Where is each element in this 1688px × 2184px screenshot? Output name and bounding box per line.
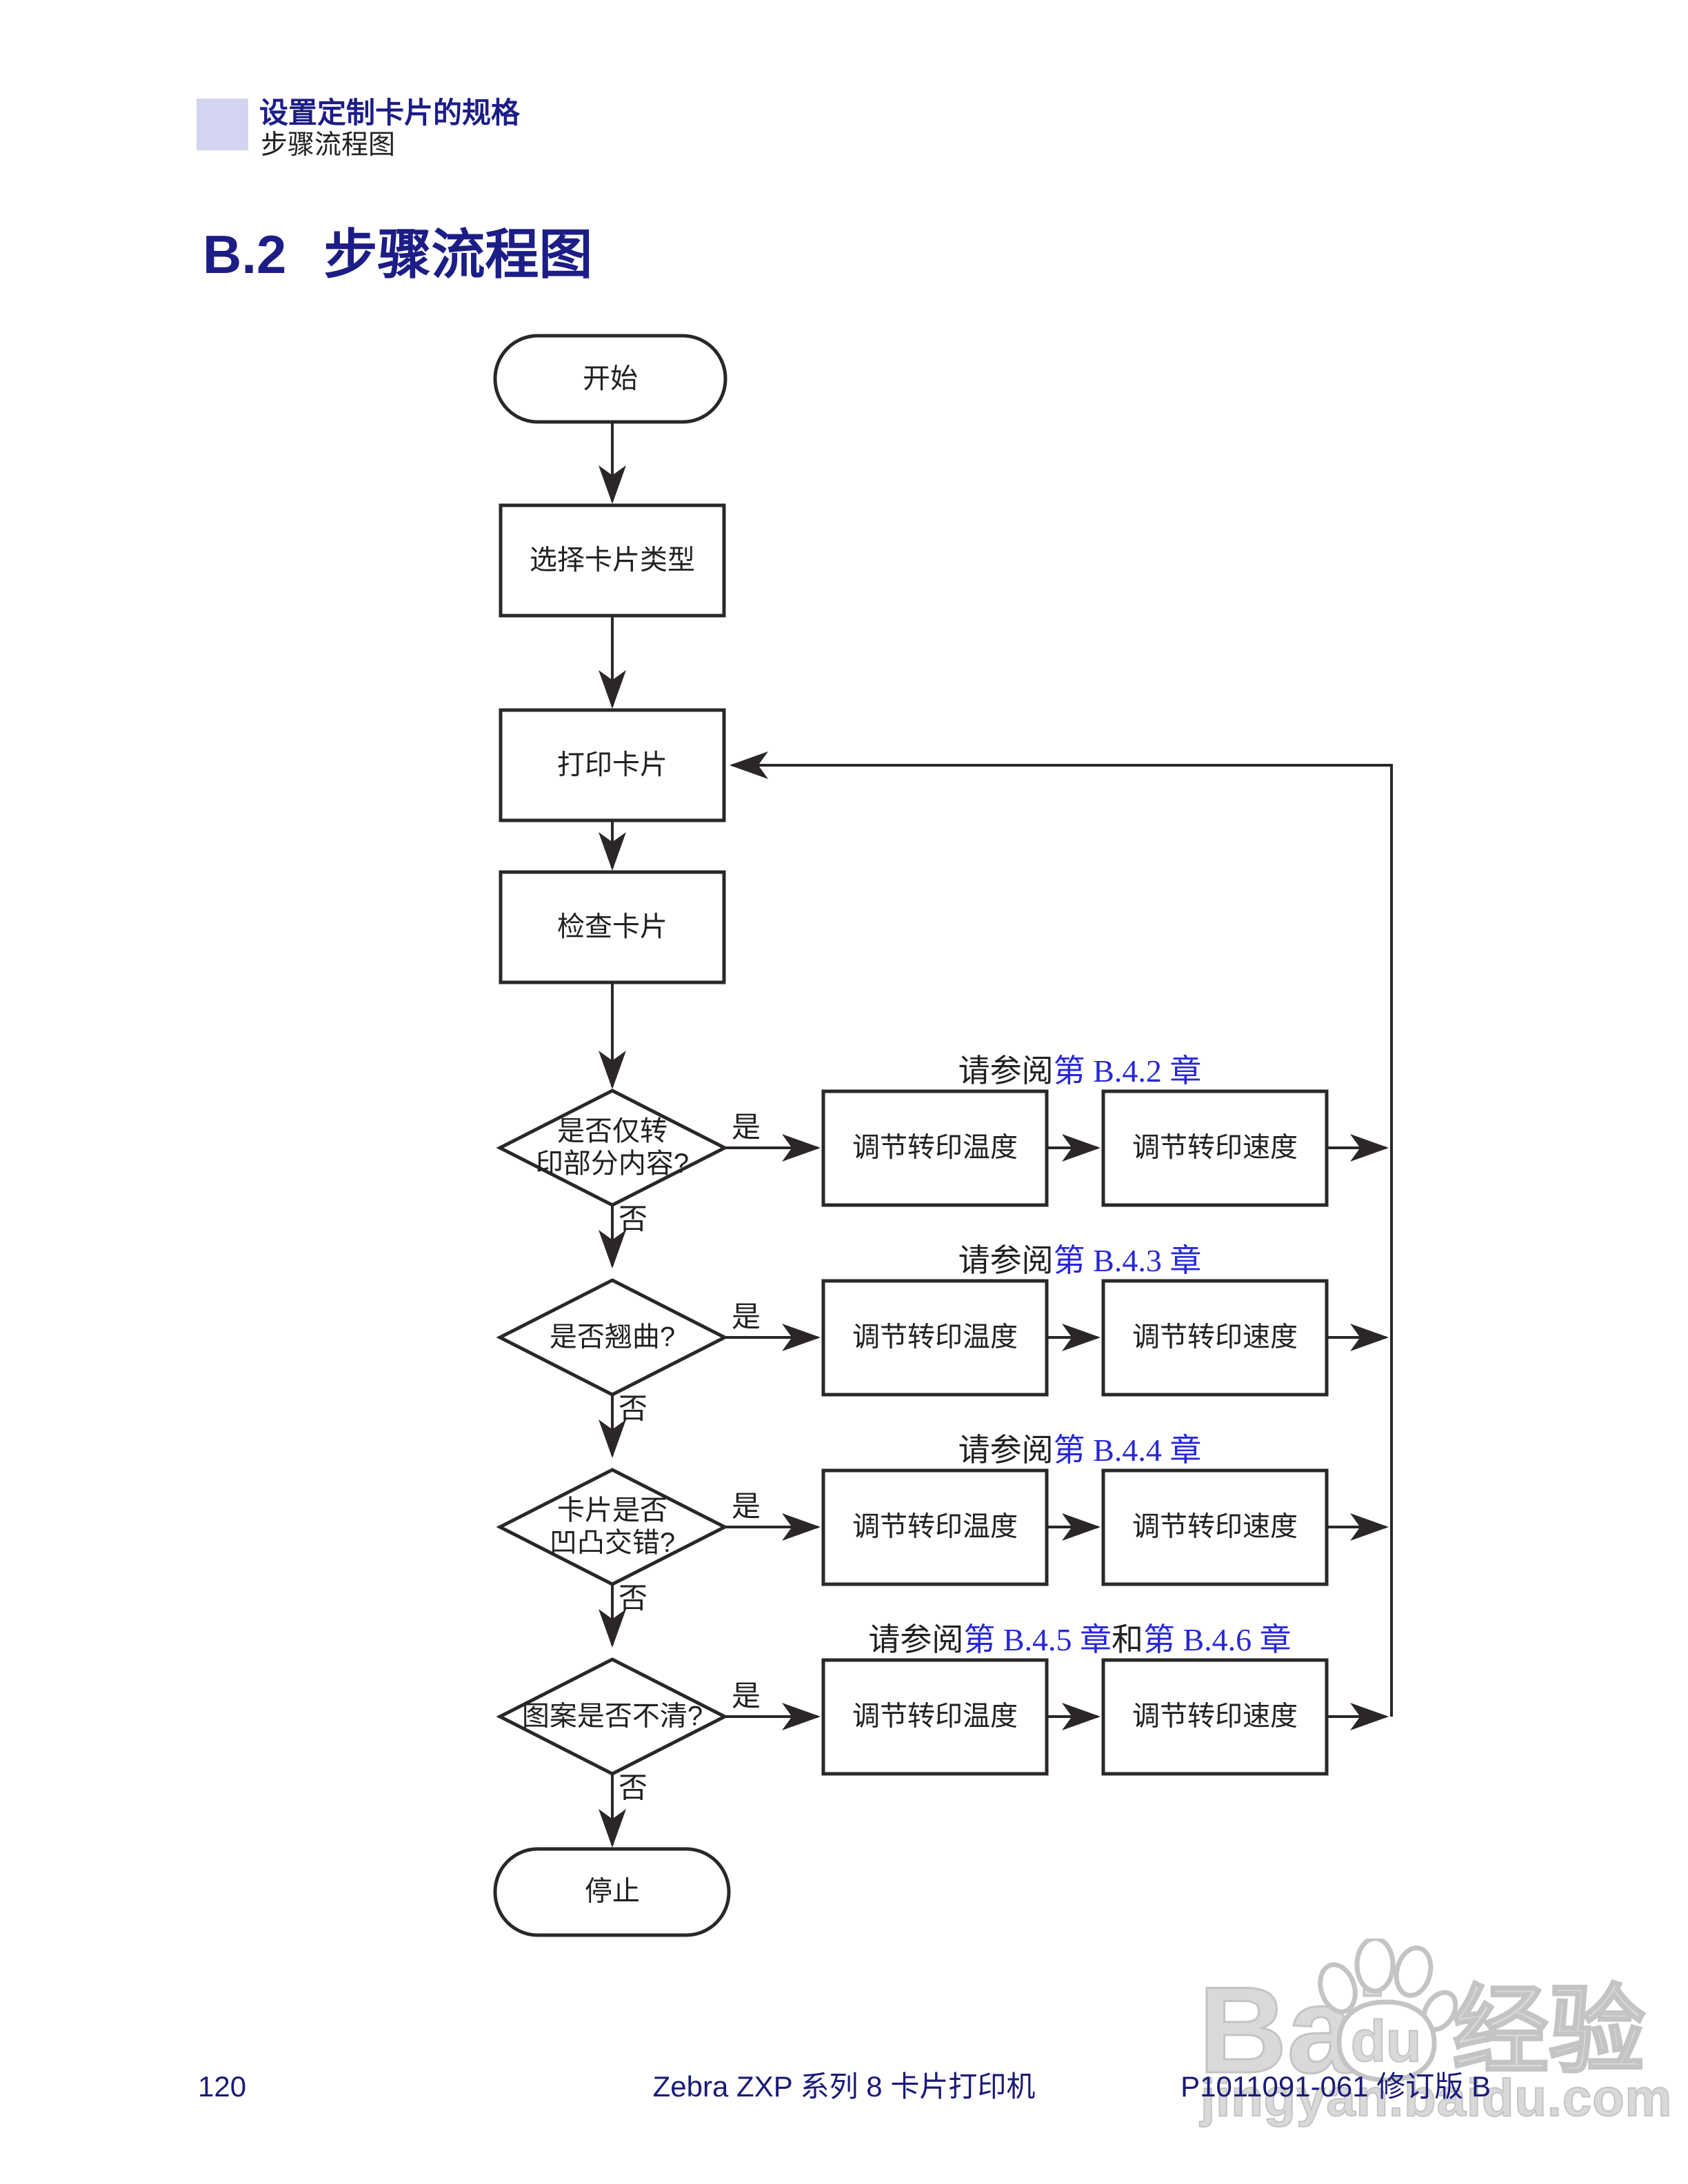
action-label-temp-3: 调节转印温度 bbox=[852, 1511, 1018, 1542]
step-box-print-card bbox=[499, 708, 726, 822]
decision-question-1: 是否仅转 印部分内容? bbox=[536, 1115, 689, 1180]
action-label-temp-2: 调节转印温度 bbox=[852, 1322, 1018, 1353]
baidu-paw-icon: du bbox=[1318, 1939, 1458, 2083]
action-label-speed-2: 调节转印速度 bbox=[1132, 1322, 1298, 1353]
baidu-watermark-du: du bbox=[1351, 2009, 1422, 2074]
start-oval bbox=[493, 334, 727, 424]
decision-question-3-line2: 凹凸交错? bbox=[549, 1528, 676, 1558]
ref-link-b44[interactable]: 第 B.4.4 章 bbox=[1053, 1433, 1202, 1468]
decision-question-2-line1: 是否翘曲? bbox=[549, 1322, 676, 1353]
ref-label-4: 请参阅第 B.4.5 章和第 B.4.6 章 bbox=[868, 1615, 1291, 1660]
decision-question-3: 卡片是否 凹凸交错? bbox=[550, 1495, 675, 1559]
footer-part-number: P1011091-061 修订版 B bbox=[1180, 2070, 1491, 2103]
yes-label-1: 是 bbox=[731, 1111, 761, 1144]
action-box-temp-2 bbox=[821, 1279, 1049, 1397]
action-box-temp-1 bbox=[821, 1089, 1049, 1207]
section-number: B.2 bbox=[203, 224, 287, 285]
yes-label-4: 是 bbox=[731, 1679, 761, 1712]
ref-label-1-prefix: 请参阅 bbox=[958, 1053, 1054, 1089]
action-label-speed-3: 调节转印速度 bbox=[1132, 1511, 1298, 1542]
step-label-check-card: 检查卡片 bbox=[557, 911, 667, 942]
page-number: 120 bbox=[198, 2070, 247, 2103]
no-label-2: 否 bbox=[618, 1392, 648, 1425]
step-box-check-card bbox=[499, 870, 726, 984]
ref-label-4-mid: 和 bbox=[1112, 1622, 1143, 1657]
action-label-temp-1: 调节转印温度 bbox=[852, 1132, 1018, 1163]
start-label: 开始 bbox=[583, 363, 638, 394]
no-label-3: 否 bbox=[618, 1581, 648, 1615]
ref-label-4-prefix: 请参阅 bbox=[868, 1622, 964, 1657]
return-loop-line bbox=[730, 751, 1393, 1717]
ref-label-1: 请参阅第 B.4.2 章 bbox=[958, 1046, 1202, 1091]
decision-question-4: 图案是否不清? bbox=[522, 1701, 703, 1733]
ref-link-b46[interactable]: 第 B.4.6 章 bbox=[1143, 1622, 1292, 1657]
step-label-select-card: 选择卡片类型 bbox=[530, 545, 695, 576]
end-label: 停止 bbox=[585, 1876, 640, 1907]
action-box-speed-3 bbox=[1101, 1468, 1329, 1586]
decision-diamond-4 bbox=[496, 1657, 729, 1776]
action-label-temp-4: 调节转印温度 bbox=[852, 1701, 1018, 1732]
baidu-watermark-domain: jingyan.baidu.com bbox=[1200, 2069, 1673, 2127]
section-heading: B.2 步骤流程图 bbox=[203, 228, 592, 281]
footer-product-title: Zebra ZXP 系列 8 卡片打印机 bbox=[652, 2070, 1036, 2103]
action-box-speed-4 bbox=[1101, 1658, 1329, 1776]
no-label-1: 否 bbox=[618, 1202, 648, 1235]
action-box-speed-2 bbox=[1101, 1279, 1329, 1397]
ref-link-b43[interactable]: 第 B.4.3 章 bbox=[1053, 1243, 1202, 1278]
step-label-print-card: 打印卡片 bbox=[557, 749, 667, 780]
end-oval bbox=[493, 1847, 731, 1937]
decision-question-3-line1: 卡片是否 bbox=[557, 1495, 667, 1526]
header-accent-square bbox=[197, 99, 248, 150]
decision-question-4-line1: 图案是否不清? bbox=[521, 1701, 703, 1732]
baidu-watermark-jingyan: 经验 bbox=[1451, 1976, 1646, 2085]
no-label-4: 否 bbox=[618, 1771, 648, 1804]
header-chapter-title: 设置定制卡片的规格 bbox=[259, 97, 521, 129]
ref-link-b45[interactable]: 第 B.4.5 章 bbox=[963, 1622, 1112, 1657]
ref-link-b42[interactable]: 第 B.4.2 章 bbox=[1053, 1053, 1202, 1089]
decision-question-1-line2: 印部分内容? bbox=[535, 1149, 690, 1179]
decision-question-2: 是否翘曲? bbox=[550, 1322, 675, 1354]
yes-label-2: 是 bbox=[731, 1300, 761, 1333]
step-box-select-card bbox=[499, 503, 726, 618]
section-title-text: 步骤流程图 bbox=[323, 224, 593, 285]
decision-question-1-line1: 是否仅转 bbox=[557, 1116, 667, 1146]
action-box-temp-4 bbox=[821, 1658, 1049, 1776]
action-box-temp-3 bbox=[821, 1468, 1049, 1586]
ref-label-2: 请参阅第 B.4.3 章 bbox=[958, 1235, 1202, 1281]
decision-diamond-1 bbox=[496, 1089, 729, 1207]
ref-label-3: 请参阅第 B.4.4 章 bbox=[958, 1425, 1202, 1470]
decision-diamond-3 bbox=[496, 1468, 729, 1586]
ref-label-2-prefix: 请参阅 bbox=[958, 1243, 1054, 1278]
header-section-subtitle: 步骤流程图 bbox=[261, 130, 396, 160]
action-label-speed-1: 调节转印速度 bbox=[1132, 1132, 1298, 1163]
ref-label-3-prefix: 请参阅 bbox=[958, 1433, 1054, 1468]
action-label-speed-4: 调节转印速度 bbox=[1132, 1701, 1298, 1732]
yes-label-3: 是 bbox=[731, 1490, 761, 1523]
action-box-speed-1 bbox=[1101, 1089, 1329, 1207]
decision-diamond-2 bbox=[496, 1278, 729, 1397]
